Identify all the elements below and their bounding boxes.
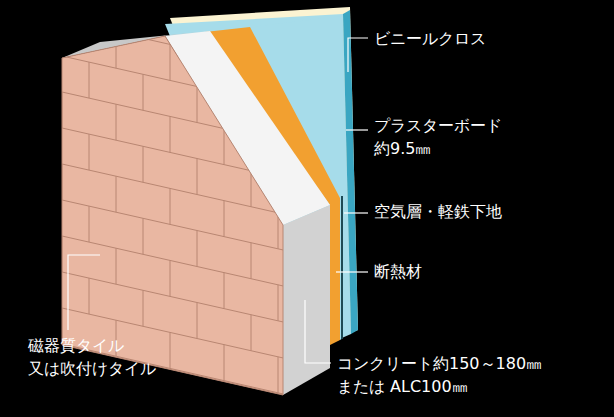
part-label: 空気層・軽鉄下地 (374, 200, 594, 223)
tile-joint (170, 188, 171, 224)
tile-joint (116, 248, 117, 284)
plaster-board-edge (343, 10, 358, 334)
air-layer-line (341, 196, 343, 339)
tile-joint (197, 231, 198, 267)
tile-joint (170, 332, 171, 368)
tile-joint (40, 267, 300, 326)
tile-joint (170, 44, 171, 80)
tile-joint (170, 404, 171, 417)
tile-joint (359, 411, 360, 417)
part-label: 磁器質タイル 又は吹付けタイル (28, 334, 150, 380)
tile-joint (224, 345, 225, 381)
tile-joint (251, 387, 252, 417)
part-label: ビニールクロス (374, 27, 574, 50)
tile-grid (40, 15, 359, 417)
tile-joint (305, 183, 306, 219)
tile-joint (278, 285, 279, 321)
tile-joint (143, 74, 144, 110)
tile-joint (116, 392, 117, 417)
tile-joint (332, 153, 333, 189)
tile-joint (278, 357, 279, 393)
leader-line (346, 129, 368, 130)
tile-joint (170, 116, 171, 152)
tile-joint (224, 273, 225, 309)
tile-joint (251, 171, 252, 207)
part-label: コンクリート約150～180㎜ または ALC100㎜ (337, 352, 569, 398)
tile-joint (251, 315, 252, 351)
tile-joint (40, 195, 300, 254)
leader-line (68, 255, 100, 330)
tile-joint (170, 260, 171, 296)
concrete-side (283, 205, 330, 395)
tile-joint (116, 176, 117, 212)
tile-joint (224, 129, 225, 165)
tile-joint (305, 255, 306, 291)
tile-joint (40, 411, 300, 417)
tile-joint (89, 62, 90, 98)
tile-joint (62, 20, 63, 56)
tile-joint (62, 380, 63, 416)
tile-joint (40, 123, 300, 182)
leader-line (344, 212, 368, 213)
tile-joint (197, 87, 198, 123)
tile-joint (197, 303, 198, 339)
leader-line (305, 300, 331, 363)
tile-joint (278, 141, 279, 177)
tile-joint (89, 134, 90, 170)
part-label: プラスターボード 約9.5㎜ (374, 114, 514, 160)
tile-joint (332, 297, 333, 333)
tile-joint (305, 399, 306, 417)
tile-joint (89, 278, 90, 314)
tile-joint (40, 375, 300, 417)
tile-joint (40, 51, 300, 110)
tile-joint (305, 111, 306, 147)
tile-joint (197, 159, 198, 195)
tile-joint (251, 99, 252, 135)
tile-joint (332, 369, 333, 405)
tile-joint (332, 81, 333, 117)
tile-joint (224, 201, 225, 237)
leader-line (348, 38, 368, 72)
tile-joint (89, 206, 90, 242)
leader-line (336, 271, 368, 272)
tile-joint (332, 225, 333, 261)
tile-joint (224, 57, 225, 93)
tile-joint (359, 123, 360, 159)
tile-joint (197, 375, 198, 411)
tile-joint (116, 32, 117, 68)
tile-joint (278, 69, 279, 105)
tile-joint (116, 104, 117, 140)
tile-joint (143, 218, 144, 254)
tile-joint (143, 146, 144, 182)
tile-joint (143, 290, 144, 326)
part-label: 断熱材 (374, 260, 574, 283)
tile-joint (251, 243, 252, 279)
